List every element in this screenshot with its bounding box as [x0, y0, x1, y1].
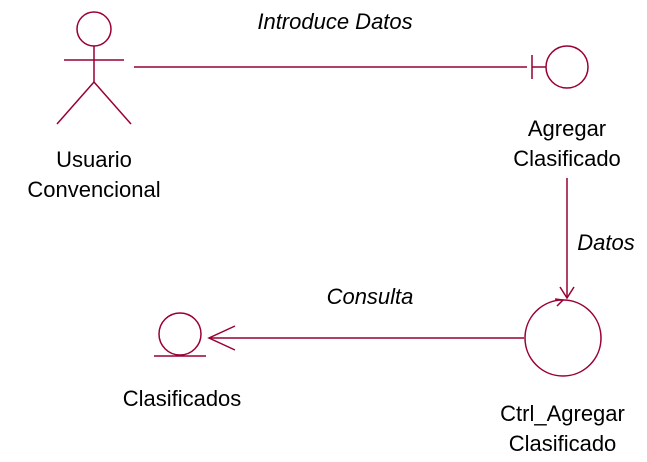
boundary-label: Agregar Clasificado	[482, 114, 647, 174]
edge-consulta-arrow[interactable]	[207, 325, 524, 351]
actor-icon[interactable]	[56, 11, 132, 125]
control-icon[interactable]	[524, 298, 602, 377]
control-label-line2: Clasificado	[508, 431, 617, 456]
entity-icon[interactable]	[154, 312, 206, 357]
actor-label-line1: Usuario	[56, 147, 132, 172]
edge-datos-label: Datos	[577, 230, 635, 255]
edge-consulta-label: Consulta	[326, 284, 414, 309]
boundary-label-line1: Agregar	[527, 116, 607, 141]
boundary-label-line2: Clasificado	[513, 146, 621, 171]
actor-label-line2: Convencional	[27, 177, 161, 202]
entity-label: Clasificados	[122, 386, 242, 411]
control-label: Ctrl_Agregar Clasificado	[478, 399, 647, 459]
edge-datos-arrow[interactable]	[559, 178, 575, 300]
edge-introduce-datos-label: Introduce Datos	[257, 9, 413, 34]
control-label-line1: Ctrl_Agregar	[500, 401, 625, 426]
boundary-icon[interactable]	[531, 45, 589, 89]
actor-label: Usuario Convencional	[0, 145, 188, 205]
